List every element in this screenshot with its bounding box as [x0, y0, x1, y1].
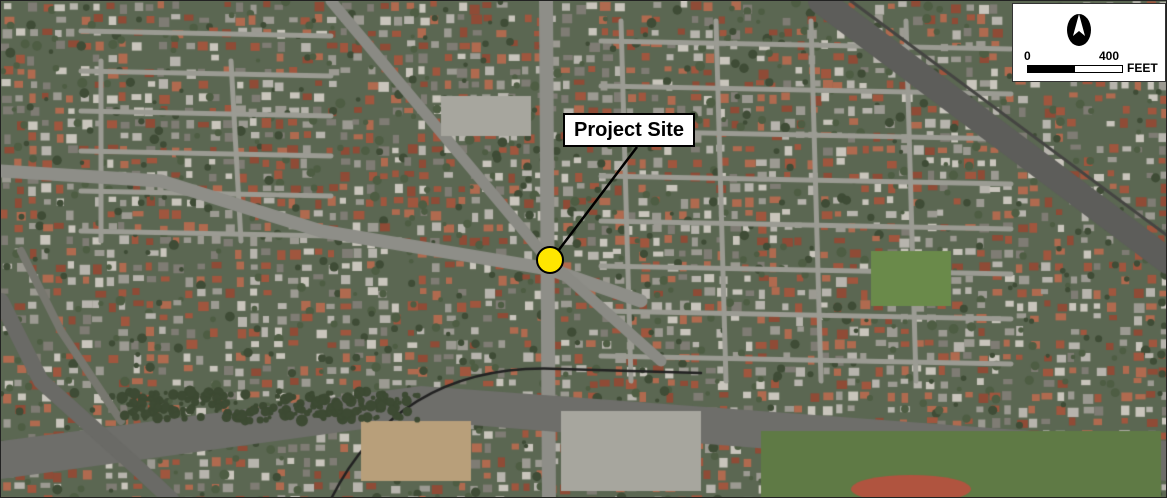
scale-unit-label: FEET	[1127, 61, 1158, 75]
project-site-label: Project Site	[563, 113, 696, 147]
scale-segment-white	[1075, 66, 1122, 72]
scale-bar	[1027, 65, 1123, 73]
scale-zero-label: 0	[1024, 49, 1031, 63]
scale-panel: 0 400 FEET	[1012, 3, 1166, 82]
north-arrow-icon	[1067, 14, 1091, 46]
scale-max-label: 400	[1099, 49, 1120, 63]
scale-segment-black	[1028, 66, 1075, 72]
